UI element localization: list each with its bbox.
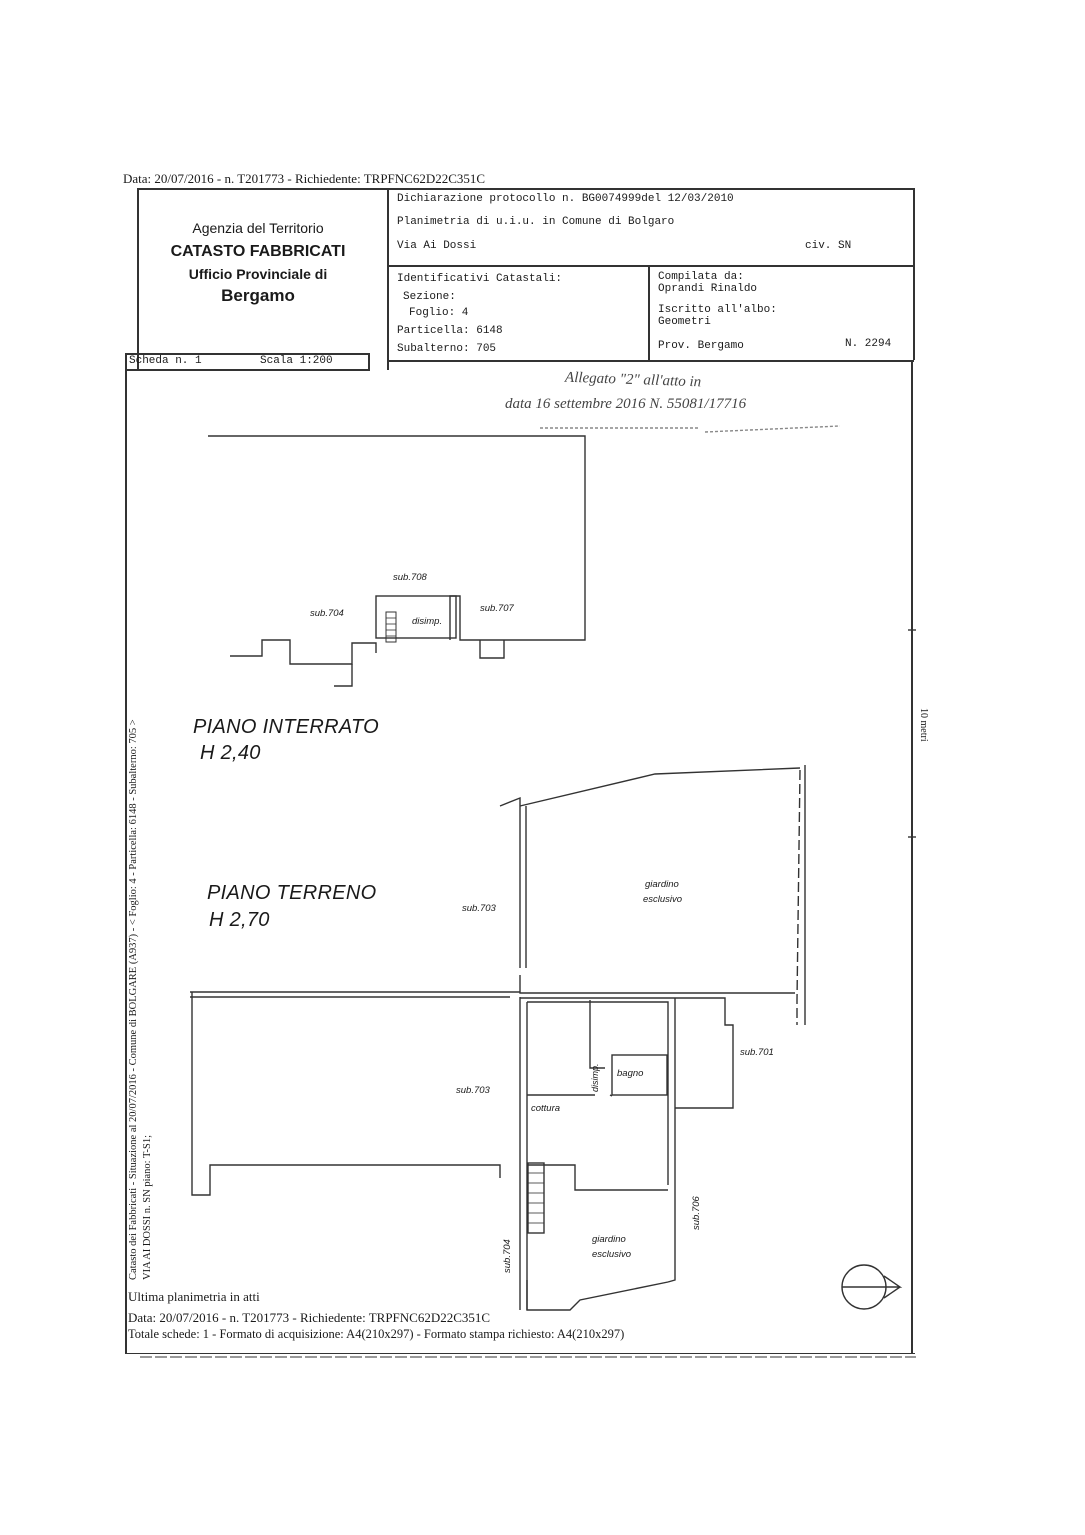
agency-name: Agenzia del Territorio [192,220,324,236]
scale: Scala 1:200 [260,355,333,367]
piano-terreno-height: H 2,70 [209,909,270,931]
piano-interrato-title: PIANO INTERRATO [193,716,380,738]
ufficio-provinciale: Ufficio Provinciale di [188,266,328,282]
handwritten-date: data 16 settembre 2016 N. 55081/17716 [505,396,747,412]
label-sub701: sub.701 [740,1047,774,1058]
footer-data-line: Data: 20/07/2016 - n. T201773 - Richiede… [128,1310,491,1325]
label-sub703-b: sub.703 [456,1085,490,1096]
compiler-province: Prov. Bergamo [658,340,744,352]
label-sub707: sub.707 [480,603,514,614]
footer-ultima: Ultima planimetria in atti [128,1289,260,1304]
label-disimp-low: disimp. [590,1063,600,1092]
label-giardino-1: giardino [645,879,679,890]
label-sub704-low: sub.704 [502,1239,513,1273]
label-esclusivo-1: esclusivo [643,894,683,905]
vertical-address-text: VIA AI DOSSI n. SN piano: T-S1; [142,1135,153,1280]
planimetria-comune: Planimetria di u.i.u. in Comune di Bolga… [397,216,675,228]
label-sub704-top: sub.704 [310,608,344,619]
label-esclusivo-2: esclusivo [592,1249,632,1260]
label-cottura: cottura [531,1103,561,1114]
vertical-situation-text: Catasto dei Fabbricati - Situazione al 2… [128,719,139,1280]
footer-totale: Totale schede: 1 - Formato di acquisizio… [128,1327,625,1341]
label-bagno: bagno [617,1068,644,1079]
ids-subalterno: Subalterno: 705 [397,343,497,355]
label-sub708: sub.708 [393,572,427,583]
compiler-name: Oprandi Rinaldo [658,283,758,295]
piano-interrato-height: H 2,40 [200,742,261,764]
ids-title: Identificativi Catastali: [397,273,563,285]
ids-foglio: Foglio: 4 [409,307,469,319]
catasto-title: CATASTO FABBRICATI [170,243,346,260]
label-sub706: sub.706 [691,1196,702,1230]
scale-bar-label: 10 metri [918,708,929,742]
albo-value: Geometri [658,316,711,328]
civic-number: civ. SN [805,240,852,252]
scheda-number: Scheda n. 1 [129,355,202,367]
albo-label: Iscritto all'albo: [658,304,777,316]
albo-number: N. 2294 [845,338,892,350]
ids-sezione: Sezione: [403,291,456,303]
ids-particella: Particella: 6148 [397,325,503,337]
compiler-label: Compilata da: [658,271,744,283]
header-request-line: Data: 20/07/2016 - n. T201773 - Richiede… [123,171,486,186]
label-disimp-top: disimp. [412,616,443,627]
piano-terreno-title: PIANO TERRENO [207,882,377,904]
label-sub703-a: sub.703 [462,903,496,914]
declaration-protocol: Dichiarazione protocollo n. BG0074999del… [397,193,734,205]
province-name: Bergamo [221,286,295,305]
label-giardino-2: giardino [592,1234,626,1245]
address: Via Ai Dossi [397,240,477,252]
